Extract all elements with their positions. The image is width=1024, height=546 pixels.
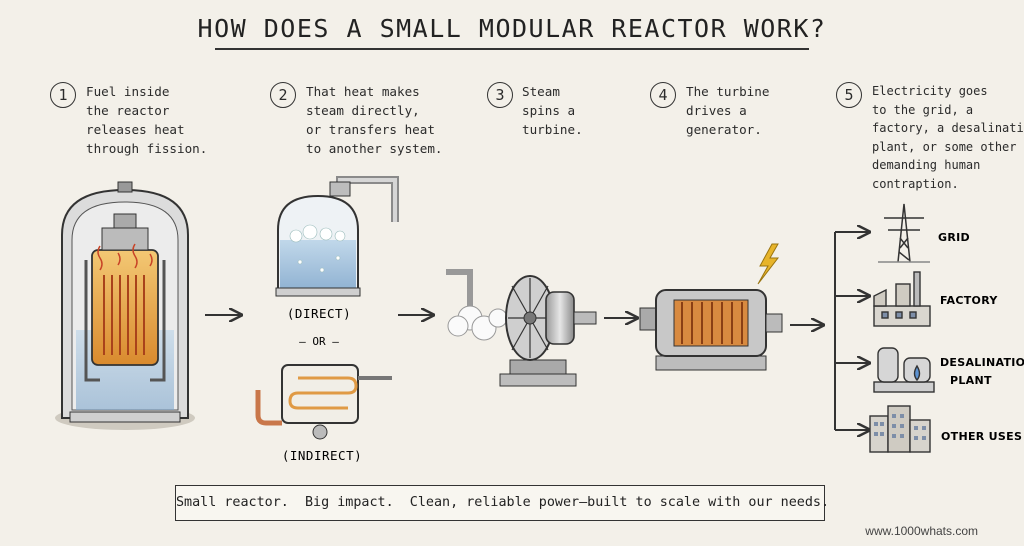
step-4-number: 4 xyxy=(650,82,676,108)
step-5-line: factory, a desalination xyxy=(872,121,1024,135)
heat-exchanger-icon xyxy=(255,364,392,440)
buildings-icon xyxy=(869,405,931,453)
step-4-text: The turbine drives a generator. xyxy=(686,82,769,139)
desalination-plant-label: PLANT xyxy=(950,374,992,387)
step-2-line: steam directly, xyxy=(306,103,420,118)
page-title: HOW DOES A SMALL MODULAR REACTOR WORK? xyxy=(197,14,827,43)
desalination-icon xyxy=(873,347,935,393)
step-3-line: Steam xyxy=(522,84,560,99)
indirect-label: (INDIRECT) xyxy=(282,448,362,463)
step-5-line: demanding human xyxy=(872,158,981,172)
grid-label: GRID xyxy=(938,231,970,244)
factory-label: FACTORY xyxy=(940,294,998,307)
other-uses-label: OTHER USES xyxy=(941,430,1022,443)
step-3-text: Steam spins a turbine. xyxy=(522,82,583,139)
factory-icon xyxy=(873,271,931,327)
step-1-number: 1 xyxy=(50,82,76,108)
step-3-line: spins a xyxy=(522,103,576,118)
step-3-number: 3 xyxy=(487,82,513,108)
title-underline xyxy=(215,48,809,50)
step-2-text: That heat makes steam directly, or trans… xyxy=(306,82,442,158)
step-1-line: releases heat xyxy=(86,122,185,137)
turbine-icon xyxy=(446,269,597,387)
step-5-line: plant, or some other xyxy=(872,139,1017,154)
reactor-icon xyxy=(55,181,195,430)
step-5-number: 5 xyxy=(836,82,862,108)
step-5-line: Electricity goes xyxy=(872,84,988,98)
direct-label: (DIRECT) xyxy=(287,306,351,321)
step-2-number: 2 xyxy=(270,82,296,108)
tagline-text: Small reactor. Big impact. Clean, reliab… xyxy=(176,495,830,510)
desalination-label: DESALINATION xyxy=(940,356,1024,369)
power-tower-icon xyxy=(878,203,930,263)
step-3-line: turbine. xyxy=(522,122,583,137)
step-5-text: Electricity goes to the grid, a factory,… xyxy=(872,82,1024,193)
step-1-line: Fuel inside xyxy=(86,84,170,99)
step-4-line: drives a xyxy=(686,103,747,118)
step-1-line: through fission. xyxy=(86,141,208,156)
or-label: — OR — xyxy=(299,335,339,348)
tagline-box: Small reactor. Big impact. Clean, reliab… xyxy=(175,485,829,521)
step-5-line: contraption. xyxy=(872,176,959,191)
step-5-line: to the grid, a xyxy=(872,102,974,117)
step-4-line: generator. xyxy=(686,122,762,137)
step-2-line: That heat makes xyxy=(306,84,420,99)
step-2-line: or transfers heat xyxy=(306,122,435,137)
website-credit: www.1000whats.com xyxy=(865,524,978,538)
step-4-line: The turbine xyxy=(686,84,770,99)
step-1-line: the reactor xyxy=(86,103,170,118)
lightning-icon xyxy=(757,243,780,285)
step-1-text: Fuel inside the reactor releases heat th… xyxy=(86,82,207,158)
steam-vessel-icon xyxy=(275,176,399,297)
step-2-line: to another system. xyxy=(306,141,443,156)
branch-lines xyxy=(834,232,868,430)
generator-icon xyxy=(639,289,783,371)
